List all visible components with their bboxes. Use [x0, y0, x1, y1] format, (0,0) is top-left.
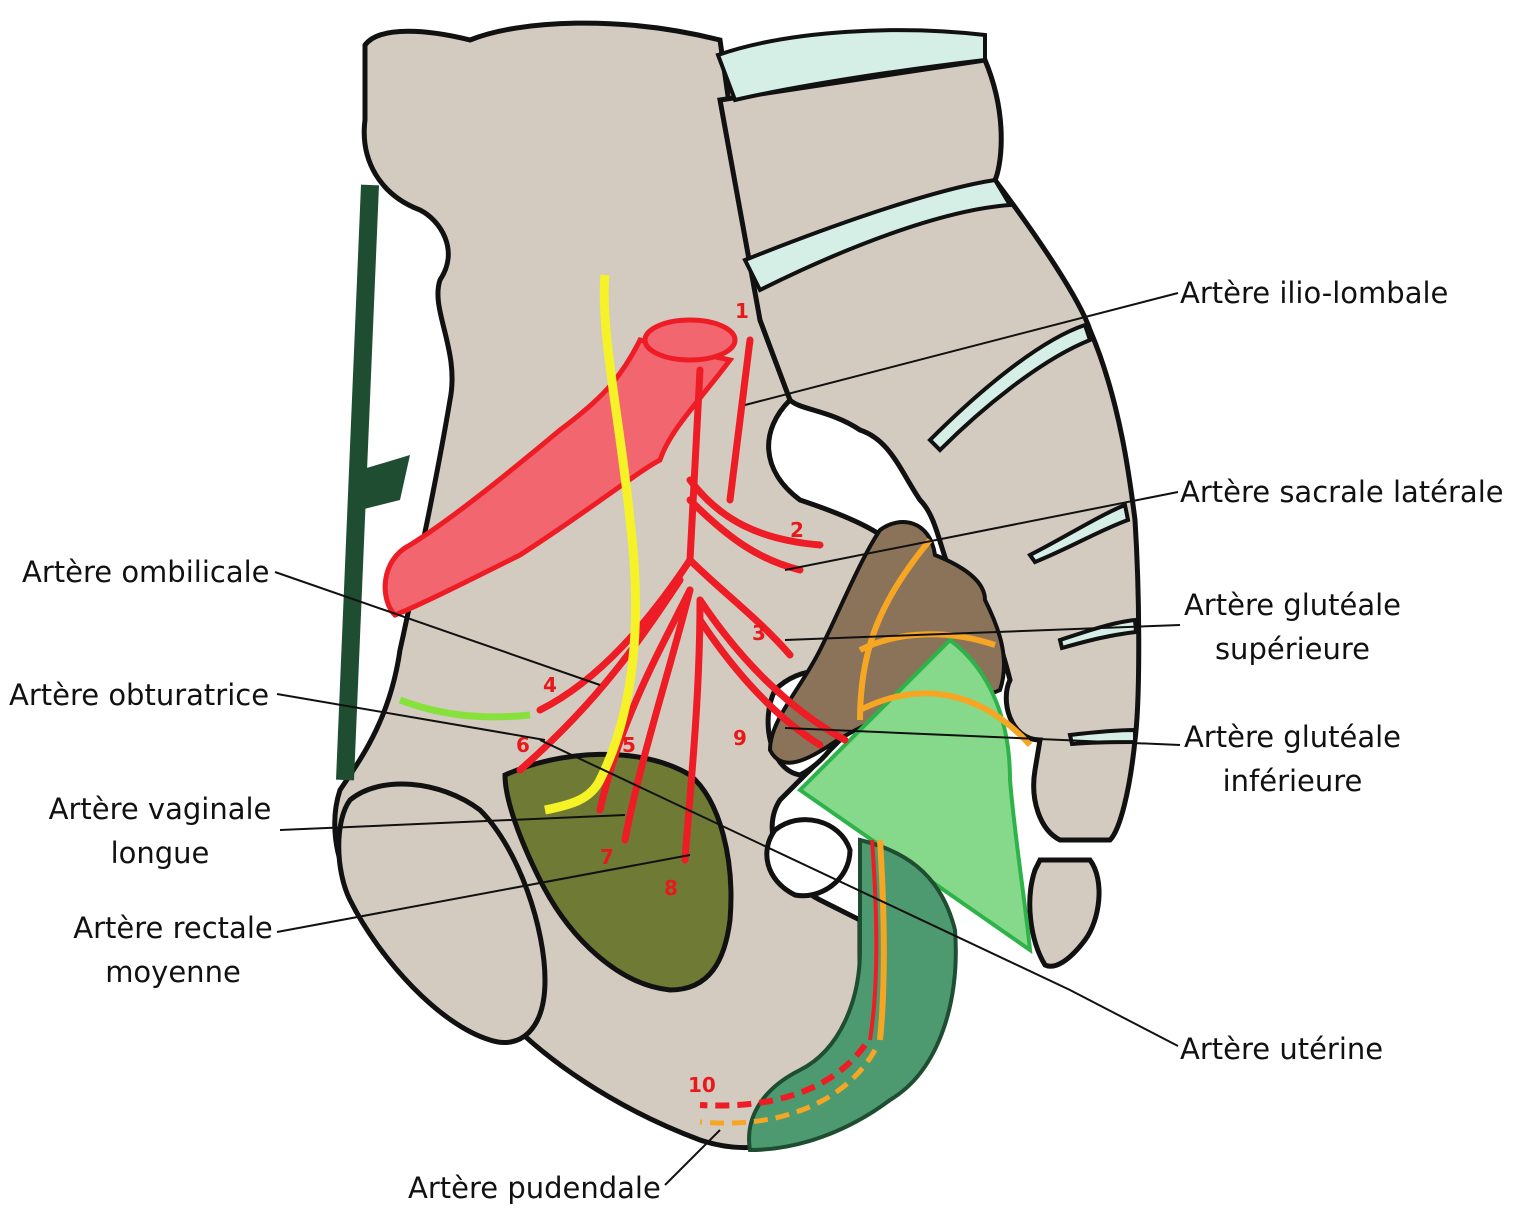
- label-vaginale-line1: Artère vaginale: [45, 787, 275, 831]
- branch-number-10: 10: [688, 1073, 716, 1097]
- label-glutéale-superieure-line1: Artère glutéale: [1180, 583, 1405, 627]
- label-rectale-line1: Artère rectale: [68, 906, 278, 950]
- label-vaginale: Artère vaginale longue: [45, 787, 275, 875]
- label-sacrale-laterale: Artère sacrale latérale: [1180, 470, 1504, 514]
- branch-number-8: 8: [664, 876, 678, 900]
- branch-number-7: 7: [600, 845, 614, 869]
- lesser-sciatic-foramen: [767, 820, 850, 896]
- label-ombilicale: Artère ombilicale: [22, 550, 270, 594]
- branch-number-4: 4: [543, 673, 557, 697]
- label-glutéale-inferieure: Artère glutéale inférieure: [1180, 715, 1405, 803]
- branch-number-5: 5: [622, 733, 636, 757]
- label-rectale-line2: moyenne: [68, 950, 278, 994]
- branch-number-1: 1: [735, 299, 749, 323]
- ligament-attachment: [360, 455, 410, 510]
- branch-number-9: 9: [733, 726, 747, 750]
- label-glutéale-inferieure-line2: inférieure: [1180, 759, 1405, 803]
- label-glutéale-superieure: Artère glutéale supérieure: [1180, 583, 1405, 671]
- label-ilio-lombale: Artère ilio-lombale: [1180, 271, 1448, 315]
- label-pudendale: Artère pudendale: [408, 1166, 661, 1210]
- label-rectale: Artère rectale moyenne: [68, 906, 278, 994]
- label-glutéale-superieure-line2: supérieure: [1180, 627, 1405, 671]
- label-glutéale-inferieure-line1: Artère glutéale: [1180, 715, 1405, 759]
- branch-number-3: 3: [752, 621, 766, 645]
- artery-lumen: [645, 320, 735, 360]
- label-uterine: Artère utérine: [1180, 1027, 1383, 1071]
- label-obturatrice: Artère obturatrice: [9, 673, 269, 717]
- branch-number-2: 2: [790, 518, 804, 542]
- coccyx: [1030, 860, 1099, 966]
- label-vaginale-line2: longue: [45, 831, 275, 875]
